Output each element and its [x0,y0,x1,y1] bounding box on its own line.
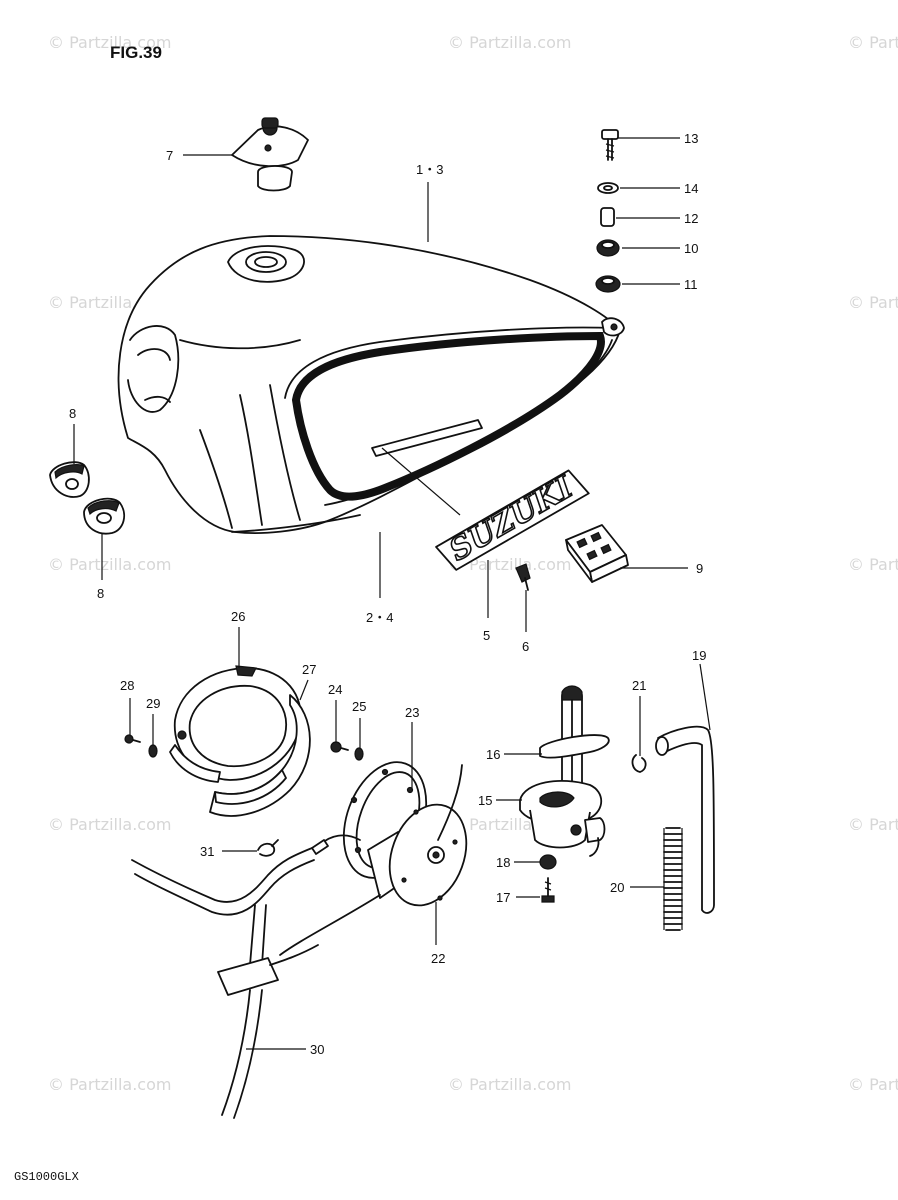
callout-25: 25 [352,699,366,714]
screw-24 [330,741,349,753]
model-code: GS1000GLX [14,1170,79,1184]
callout-14: 14 [684,181,698,196]
fuel-tank [117,235,625,534]
hose-clip-21 [631,754,647,773]
watermark: © Partzilla.com [848,293,898,312]
watermark: © Partzilla.com [448,1075,571,1094]
fuel-gauge-gasket-27 [169,694,311,817]
watermark: © Partzilla.com [48,1075,171,1094]
callout-22: 22 [431,951,445,966]
emblem-text: SUZUKI [444,469,580,568]
callout-19: 19 [692,648,706,663]
watermark: © Partzilla.com [48,555,171,574]
callout-1-3: 1・3 [416,162,443,177]
fuel-gauge-22 [367,764,468,907]
leader-lines [73,137,711,1050]
callout-26: 26 [231,609,245,624]
watermark: © Partzilla.com [448,555,571,574]
callout-8-bottom: 8 [97,586,104,601]
callout-21: 21 [632,678,646,693]
callout-27: 27 [302,662,316,677]
gauge-wire [279,834,381,956]
watermark: © Partzilla.com [848,1075,898,1094]
washer-25 [354,747,364,761]
fuel-hose-19 [655,725,715,914]
callout-15: 15 [478,793,492,808]
seat-cushion-block [565,524,629,583]
callout-11: 11 [684,277,698,292]
breather-hose-30 [131,847,315,1119]
watermark: © Partzilla.com [848,555,898,574]
callout-20: 20 [610,880,624,895]
callout-13: 13 [684,131,698,146]
callout-16: 16 [486,747,500,762]
callout-23: 23 [405,705,419,720]
filter-16 [539,734,610,759]
callout-10: 10 [684,241,698,256]
callout-29: 29 [146,696,160,711]
nut-18 [539,854,557,870]
tank-cushions [49,461,126,535]
fuel-cock-15 [519,685,606,857]
watermark: © Partzilla.com [448,33,571,52]
mounting-hardware-stack [595,129,621,293]
callout-5: 5 [483,628,490,643]
screw-17 [541,877,555,903]
watermark: © Partzilla.com [848,33,898,52]
callout-8-top: 8 [69,406,76,421]
callout-17: 17 [496,890,510,905]
callout-30: 30 [310,1042,324,1057]
callout-9: 9 [696,561,703,576]
screw-28 [124,734,141,744]
callout-31: 31 [200,844,214,859]
callout-28: 28 [120,678,134,693]
figure-title: FIG.39 [110,43,162,62]
callout-7: 7 [166,148,173,163]
fuel-cap [231,117,309,192]
callout-18: 18 [496,855,510,870]
watermark: © Partzilla.com [848,815,898,834]
washer-29 [148,744,158,758]
watermark: © Partzilla.com [48,33,171,52]
emblem-screw [515,563,531,591]
wire-connector [217,944,319,996]
callout-6: 6 [522,639,529,654]
watermark-layer: © Partzilla.com © Partzilla.com © Partzi… [48,33,898,1094]
spring-20 [663,827,683,931]
hose-clamp-31 [257,839,279,857]
callout-12: 12 [684,211,698,226]
callout-24: 24 [328,682,342,697]
callout-labels: 7 1・3 2・4 5 6 8 8 9 10 11 12 13 14 15 16… [69,131,706,1057]
callout-2-4: 2・4 [366,610,393,625]
watermark: © Partzilla.com [48,815,171,834]
